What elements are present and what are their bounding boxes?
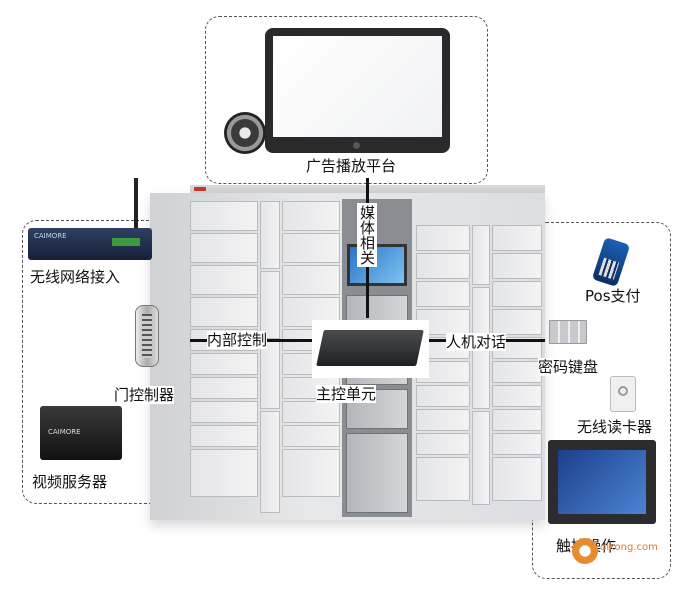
label-pos-pay: Pos支付 <box>585 287 641 305</box>
label-video-server: 视频服务器 <box>32 473 108 491</box>
label-keypad: 密码键盘 <box>538 358 599 376</box>
video-server-icon: CAIMORE <box>40 406 122 460</box>
label-hmi: 人机对话 <box>446 333 507 351</box>
label-door-controller: 门控制器 <box>114 386 175 404</box>
cabinet-screen <box>347 244 407 286</box>
label-ad-platform: 广告播放平台 <box>306 157 397 175</box>
speaker-icon <box>224 112 266 154</box>
touch-panel-icon <box>548 440 656 524</box>
label-card-reader: 无线读卡器 <box>577 418 653 436</box>
label-main-unit: 主控单元 <box>316 385 377 403</box>
label-media: 媒体相关 <box>357 203 377 267</box>
label-internal-control: 内部控制 <box>207 331 268 349</box>
main-controller-icon <box>312 320 429 378</box>
router-icon: CAIMORE <box>28 228 152 260</box>
keypad-icon <box>549 320 587 344</box>
router-antenna <box>134 178 138 230</box>
watermark-gear-icon <box>572 538 598 564</box>
locker-cabinet-icon <box>150 185 545 530</box>
db-connector-icon <box>135 305 159 367</box>
label-wireless-net: 无线网络接入 <box>30 268 121 286</box>
monitor-icon <box>265 28 450 153</box>
watermark-site: dikong.com <box>600 542 658 553</box>
card-reader-icon <box>610 376 636 412</box>
ad-platform-group <box>205 16 488 184</box>
